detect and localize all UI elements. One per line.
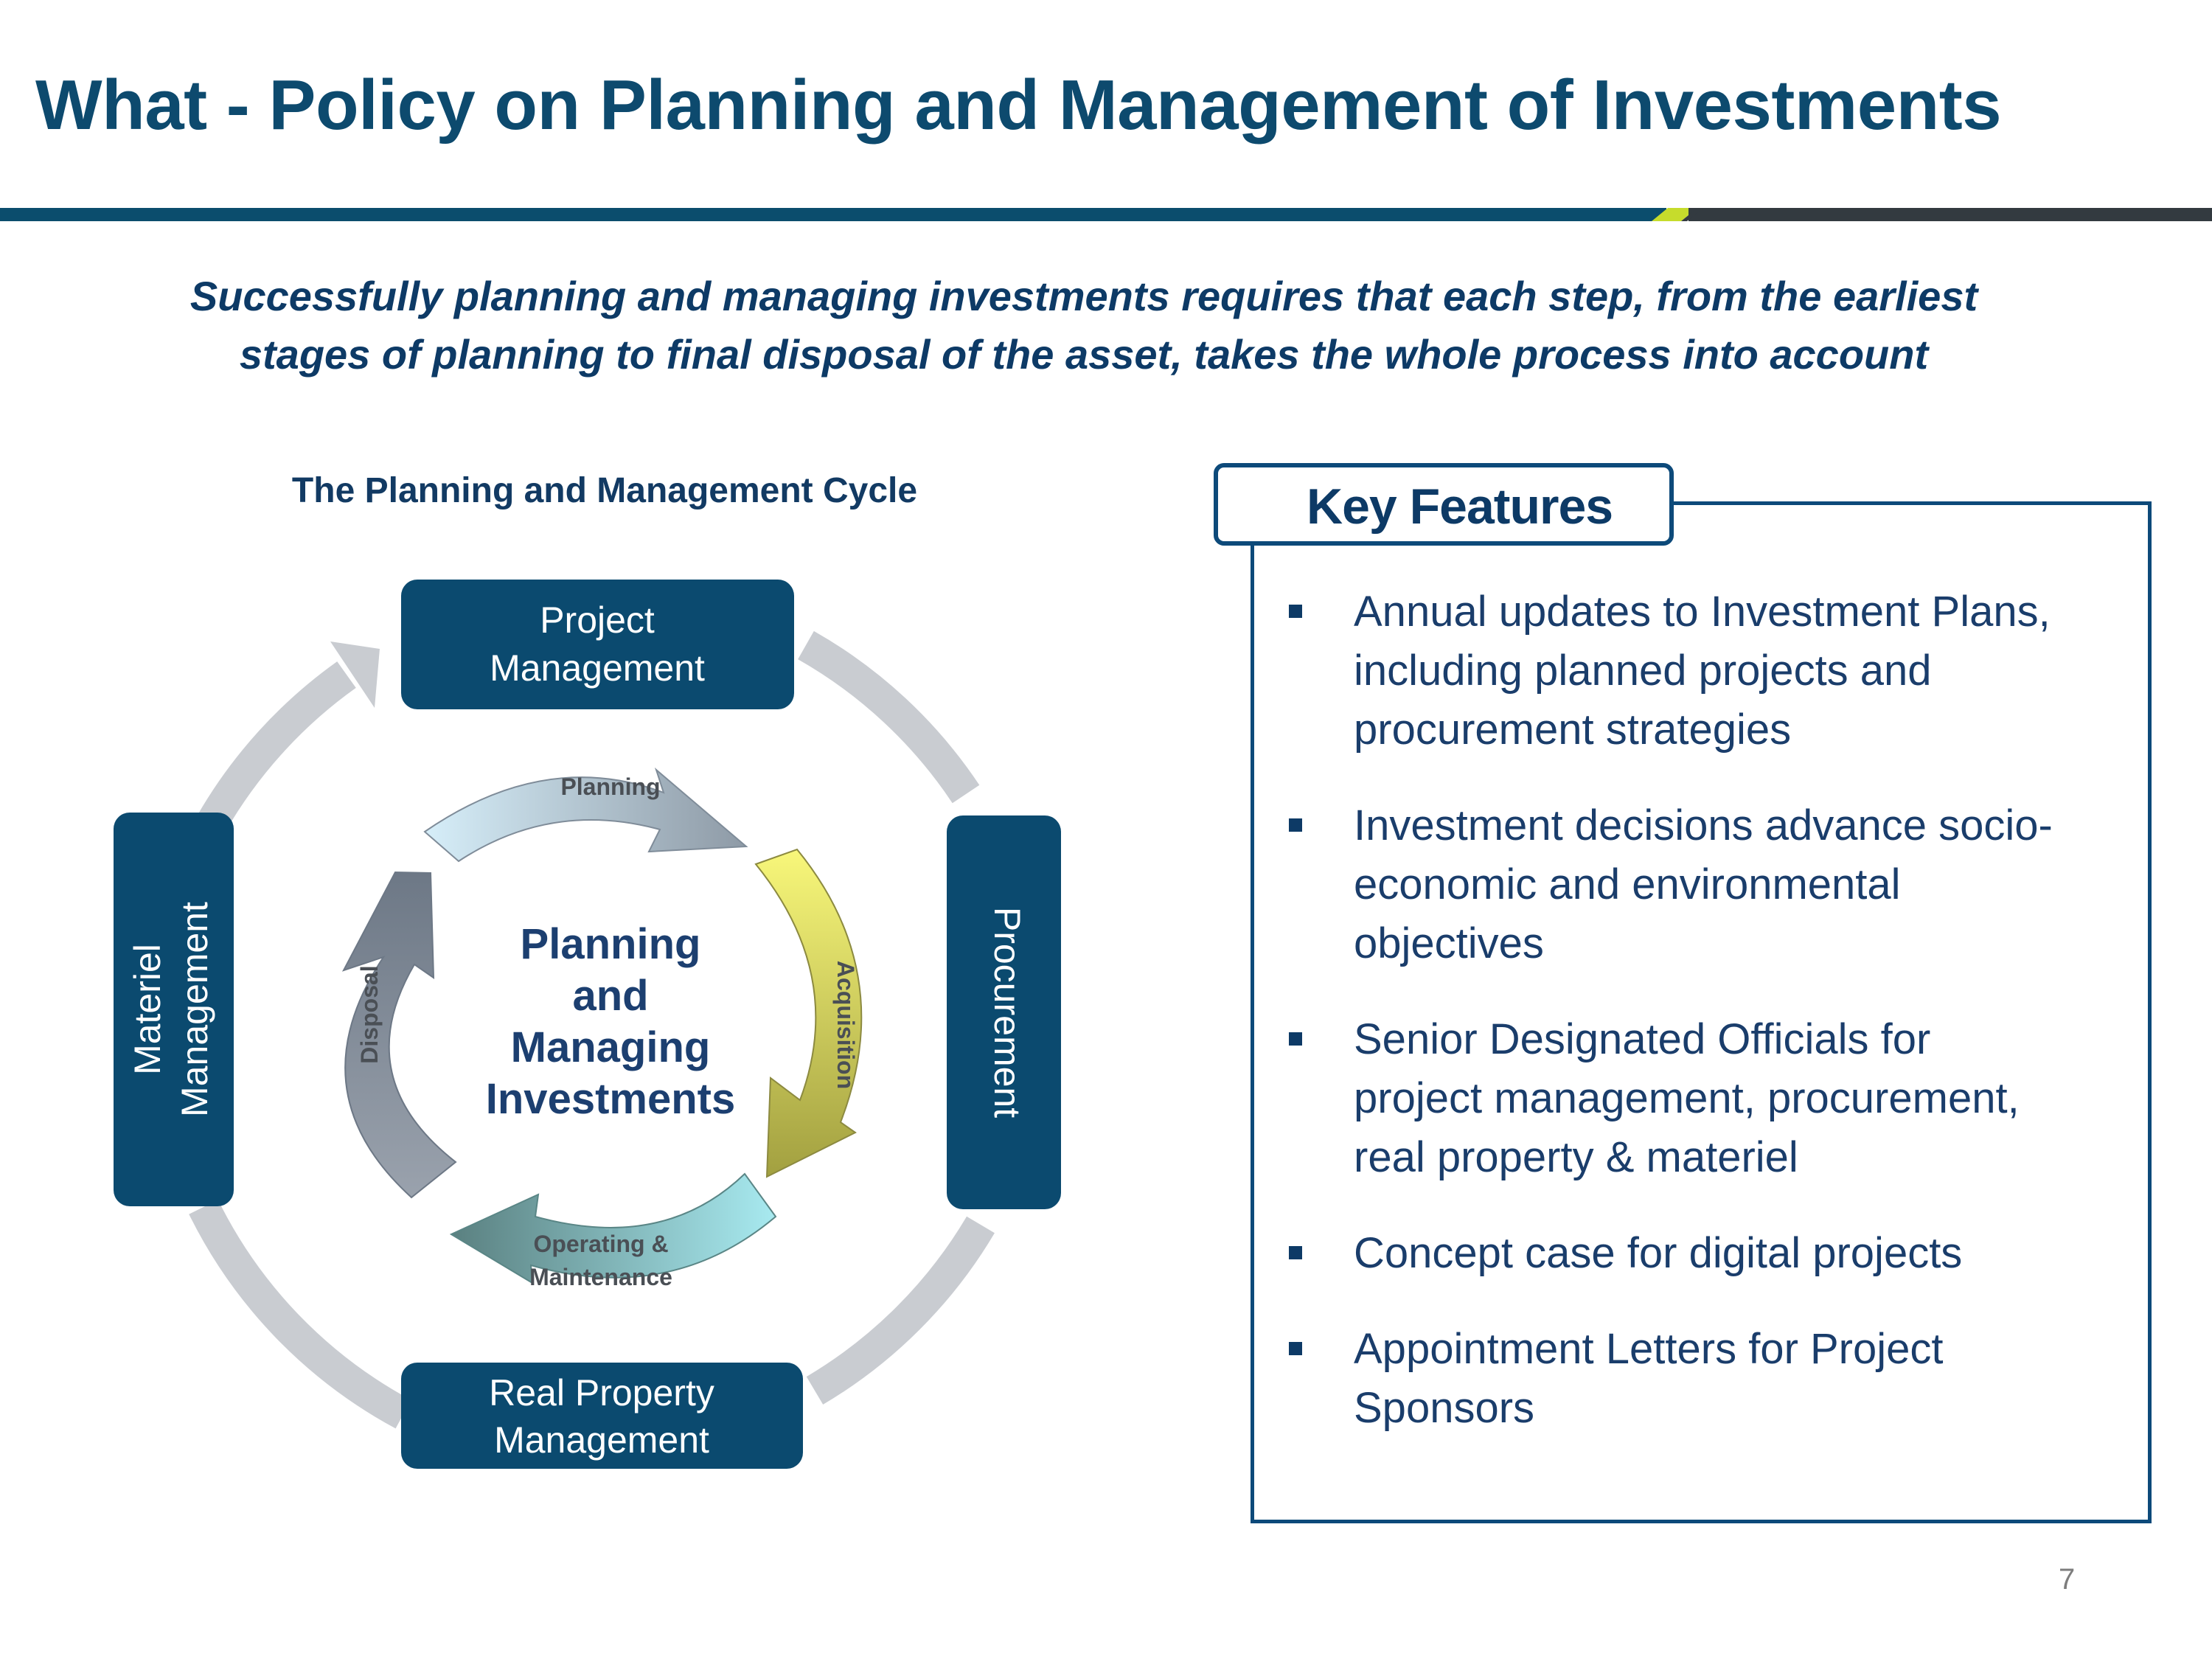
key-features-list: Annual updates to Investment Plans, incl… (1283, 582, 2138, 1475)
box-procurement: Procurement (947, 815, 1061, 1209)
square-bullet-icon (1289, 1342, 1302, 1355)
key-feature-line: Sponsors (1354, 1384, 1535, 1432)
key-features-heading: Key Features (1307, 479, 1613, 535)
subtitle-line-1: Successfully planning and managing inves… (189, 273, 1978, 319)
label-planning: Planning (560, 773, 660, 800)
center-line-4: Investments (486, 1075, 735, 1123)
ring-segment-bottom-left (189, 1200, 411, 1429)
inner-arrow-acquisition: Acquisition (754, 848, 863, 1178)
center-line-1: Planning (521, 920, 701, 968)
key-features-panel (1251, 501, 2152, 1523)
slide-subtitle: Successfully planning and managing inves… (88, 267, 2079, 383)
label-maintenance: Maintenance (529, 1264, 672, 1290)
key-features-tab: Key Features (1214, 463, 1674, 546)
box-real-property-line-1: Real Property (489, 1372, 714, 1413)
box-procurement-label: Procurement (987, 907, 1028, 1118)
box-real-property-management: Real Property Management (401, 1363, 803, 1469)
key-feature-line: objectives (1354, 919, 1544, 967)
key-feature-line: real property & materiel (1354, 1133, 1798, 1181)
inner-arrow-disposal: Disposal (341, 871, 457, 1199)
key-feature-item: Annual updates to Investment Plans, incl… (1283, 582, 2138, 759)
ring-arrowhead-icon (330, 641, 380, 708)
box-real-property-line-2: Management (494, 1419, 709, 1461)
key-feature-line: Annual updates to Investment Plans, (1354, 588, 2051, 636)
box-materiel-line-2: Management (174, 902, 215, 1117)
box-project-management: Project Management (401, 580, 794, 709)
ring-segment-bottom-right (806, 1216, 995, 1405)
cycle-title: The Planning and Management Cycle (291, 471, 918, 510)
box-materiel-management: Materiel Management (114, 813, 234, 1206)
subtitle-line-2: stages of planning to final disposal of … (239, 331, 1929, 378)
center-line-2: and (572, 972, 648, 1020)
cycle-diagram: Planning Acquisition Operating & Mainten… (114, 580, 1061, 1469)
ring-segment-top-left (196, 661, 356, 833)
key-feature-line: Senior Designated Officials for (1354, 1015, 1931, 1063)
key-feature-line: economic and environmental (1354, 860, 1901, 908)
box-project-line-1: Project (540, 599, 655, 641)
ring-segment-top-right (798, 630, 980, 804)
inner-arrow-planning: Planning (423, 767, 748, 863)
key-feature-line: Investment decisions advance socio- (1354, 801, 2053, 849)
outer-ring (189, 630, 995, 1429)
label-acquisition: Acquisition (832, 961, 859, 1089)
key-feature-item: Appointment Letters for Project Sponsors (1283, 1320, 2138, 1438)
key-feature-line: Appointment Letters for Project (1354, 1325, 1944, 1373)
square-bullet-icon (1289, 1032, 1302, 1046)
label-operating: Operating & (533, 1231, 668, 1257)
key-feature-line: Concept case for digital projects (1354, 1229, 1963, 1277)
center-line-3: Managing (511, 1023, 711, 1071)
title-divider (0, 208, 2212, 221)
cycle-center-label: Planning and Managing Investments (486, 920, 735, 1123)
square-bullet-icon (1289, 1246, 1302, 1259)
key-feature-item: Senior Designated Officials for project … (1283, 1010, 2138, 1187)
key-feature-line: procurement strategies (1354, 706, 1792, 754)
key-feature-line: project management, procurement, (1354, 1074, 2020, 1122)
key-feature-item: Concept case for digital projects (1283, 1224, 2138, 1283)
key-feature-line: including planned projects and (1354, 647, 1932, 695)
box-project-line-2: Management (490, 647, 705, 689)
label-disposal: Disposal (356, 965, 383, 1063)
square-bullet-icon (1289, 818, 1302, 832)
page-number: 7 (2059, 1563, 2076, 1596)
box-materiel-line-1: Materiel (127, 944, 168, 1075)
key-feature-item: Investment decisions advance socio- econ… (1283, 796, 2138, 973)
square-bullet-icon (1289, 605, 1302, 618)
inner-arrow-operating: Operating & Maintenance (449, 1172, 777, 1290)
slide-title: What - Policy on Planning and Management… (35, 66, 2002, 145)
